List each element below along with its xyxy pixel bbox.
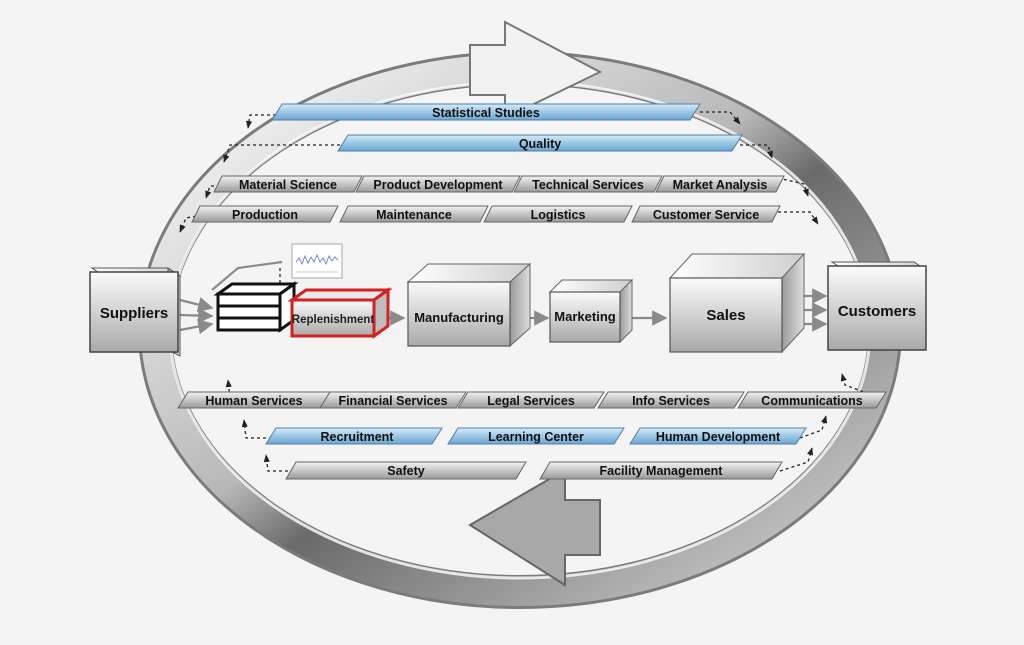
- lower-row-1: Recruitment Learning Center Human Develo…: [265, 427, 807, 445]
- inventory-stack: [213, 281, 299, 333]
- lower-row-2-item-1-label: Facility Management: [600, 464, 724, 478]
- upper-row-1-item-2: Logistics: [483, 205, 633, 223]
- upper-row-0-item-1-label: Product Development: [373, 178, 503, 192]
- lower-row-1-item-0: Recruitment: [265, 427, 443, 445]
- lower-row-0-item-4: Communications: [737, 391, 887, 409]
- upper-row-1-item-3-label: Customer Service: [653, 208, 759, 222]
- lower-row-1-item-2-label: Human Development: [656, 430, 781, 444]
- top-bar-1-label: Quality: [519, 137, 561, 151]
- customers-box: Customers: [827, 261, 928, 351]
- suppliers-box: Suppliers: [89, 267, 182, 357]
- manufacturing-label: Manufacturing: [414, 310, 504, 325]
- lower-row-0: Human Services Financial Services Legal …: [177, 391, 887, 409]
- lower-row-1-item-2: Human Development: [629, 427, 807, 445]
- upper-row-1-item-1-label: Maintenance: [376, 208, 452, 222]
- upper-row-0-item-3: Market Analysis: [655, 175, 785, 193]
- manufacturing-box: Manufacturing: [406, 262, 532, 348]
- upper-row-0: Material Science Product Development Tec…: [213, 175, 785, 193]
- sales-box: Sales: [668, 252, 806, 354]
- upper-row-0-item-2-label: Technical Services: [532, 178, 644, 192]
- cycle-arrowhead-top: [469, 20, 603, 120]
- lower-row-0-item-3: Info Services: [597, 391, 745, 409]
- lower-row-0-item-3-label: Info Services: [632, 394, 710, 408]
- lower-row-0-item-1-label: Financial Services: [338, 394, 447, 408]
- upper-row-0-item-1: Product Development: [355, 175, 521, 193]
- upper-row-0-item-3-label: Market Analysis: [673, 178, 768, 192]
- upper-row-1-item-1: Maintenance: [339, 205, 489, 223]
- lower-row-1-item-1-label: Learning Center: [488, 430, 584, 444]
- cycle-arrowhead-bottom: [468, 468, 601, 587]
- upper-row-1: Production Maintenance Logistics Custome…: [191, 205, 781, 223]
- lower-row-0-item-0: Human Services: [177, 391, 331, 409]
- top-bar-0: Statistical Studies: [271, 103, 701, 121]
- lower-row-0-item-1: Financial Services: [319, 391, 467, 409]
- lower-row-0-item-2-label: Legal Services: [487, 394, 575, 408]
- replenishment-box: Replenishment: [287, 287, 393, 339]
- marketing-box: Marketing: [548, 278, 634, 344]
- lower-row-0-item-0-label: Human Services: [205, 394, 302, 408]
- top-bar-1: Quality: [337, 134, 743, 152]
- lower-row-1-item-1: Learning Center: [447, 427, 625, 445]
- upper-row-0-item-2: Technical Services: [513, 175, 663, 193]
- upper-row-0-item-0-label: Material Science: [239, 178, 337, 192]
- marketing-label: Marketing: [554, 309, 615, 324]
- lower-row-2-item-0: Safety: [285, 461, 527, 480]
- upper-row-0-item-0: Material Science: [213, 175, 363, 193]
- upper-row-1-item-2-label: Logistics: [531, 208, 586, 222]
- top-bar-0-label: Statistical Studies: [432, 106, 540, 120]
- replenishment-label: Replenishment: [292, 314, 375, 326]
- lower-row-1-item-0-label: Recruitment: [321, 430, 395, 444]
- lower-row-2-item-1: Facility Management: [539, 461, 783, 480]
- lower-row-2-item-0-label: Safety: [387, 464, 425, 478]
- upper-row-1-item-3: Customer Service: [631, 205, 781, 223]
- upper-row-1-item-0: Production: [191, 205, 339, 223]
- customers-label: Customers: [838, 303, 916, 320]
- lower-row-0-item-4-label: Communications: [761, 394, 862, 408]
- sales-label: Sales: [706, 307, 745, 324]
- lower-row-0-item-2: Legal Services: [457, 391, 605, 409]
- upper-row-1-item-0-label: Production: [232, 208, 298, 222]
- suppliers-label: Suppliers: [100, 305, 168, 322]
- lower-row-2: Safety Facility Management: [285, 461, 783, 480]
- trend-chart-thumbnail: [291, 243, 343, 279]
